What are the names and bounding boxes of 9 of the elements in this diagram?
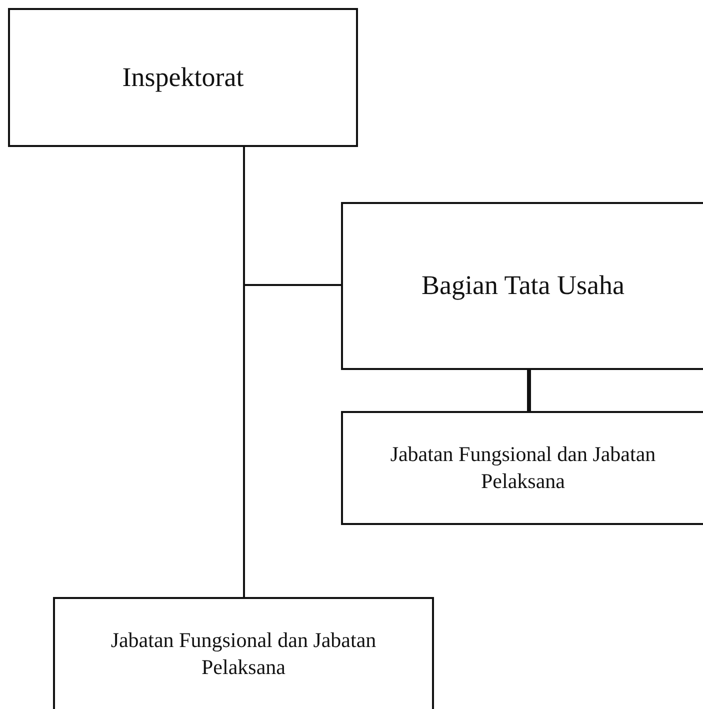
unit-name: Jabatan Fungsional dan Jabatan Pelaksana xyxy=(389,440,657,495)
connector-line xyxy=(527,370,531,411)
org-unit-box xyxy=(341,202,703,370)
unit-name: Bagian Tata Usaha xyxy=(420,269,626,302)
unit-name: Inspektorat xyxy=(121,60,245,94)
unit-name: Jabatan Fungsional dan Jabatan Pelaksana xyxy=(110,626,378,681)
org-unit-box xyxy=(8,8,358,147)
org-unit-box xyxy=(341,411,703,525)
org-unit-box xyxy=(53,597,434,709)
